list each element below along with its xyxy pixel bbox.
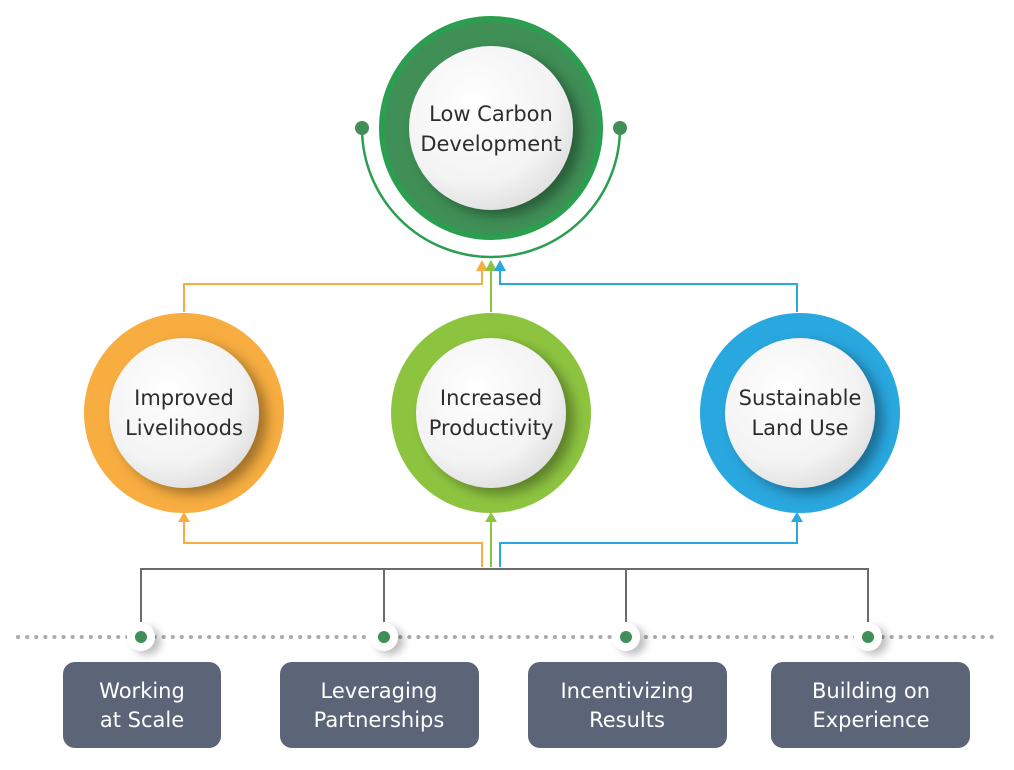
principle-building-on-experience: Building on Experience bbox=[771, 662, 970, 748]
principle-label-line2: Results bbox=[589, 708, 665, 732]
principle-working-at-scale: Working at Scale bbox=[63, 662, 221, 748]
outcome-label-line2: Livelihoods bbox=[125, 416, 243, 440]
anchor-dot bbox=[370, 623, 398, 651]
principle-label-line1: Building on bbox=[812, 679, 930, 703]
arc-end-dot-right bbox=[613, 121, 627, 135]
anchor-dot bbox=[854, 623, 882, 651]
principle-label-line1: Leveraging bbox=[321, 679, 438, 703]
baseline-anchors bbox=[127, 623, 882, 651]
outcome-node-sustainable-land-use: Sustainable Land Use bbox=[700, 313, 900, 513]
principle-label-line2: Partnerships bbox=[314, 708, 445, 732]
top-node-line1: Low Carbon bbox=[429, 102, 553, 126]
bottom-colored-connectors bbox=[183, 520, 798, 567]
principle-label-line1: Working bbox=[99, 679, 185, 703]
anchor-dot bbox=[127, 623, 155, 651]
outcome-label-line1: Sustainable bbox=[739, 386, 862, 410]
top-arc bbox=[360, 127, 622, 259]
gray-connector bbox=[140, 568, 869, 622]
top-node-low-carbon-development: Low Carbon Development bbox=[379, 16, 603, 240]
anchor-dot bbox=[612, 623, 640, 651]
outcome-label-line2: Productivity bbox=[429, 416, 554, 440]
outcome-label-line2: Land Use bbox=[751, 416, 848, 440]
principle-label-line2: at Scale bbox=[100, 708, 184, 732]
outcome-label-line1: Improved bbox=[134, 386, 234, 410]
principle-incentivizing-results: Incentivizing Results bbox=[528, 662, 727, 748]
principle-label-line2: Experience bbox=[812, 708, 929, 732]
principle-label-line1: Incentivizing bbox=[560, 679, 693, 703]
outcome-label-line1: Increased bbox=[440, 386, 542, 410]
principle-leveraging-partnerships: Leveraging Partnerships bbox=[280, 662, 479, 748]
outcome-node-improved-livelihoods: Improved Livelihoods bbox=[84, 313, 284, 513]
top-node-line2: Development bbox=[420, 132, 561, 156]
top-colored-connectors bbox=[183, 270, 798, 312]
top-arrowheads bbox=[476, 260, 506, 271]
bottom-arrowheads bbox=[178, 512, 803, 522]
arc-end-dot-left bbox=[355, 121, 369, 135]
outcome-node-increased-productivity: Increased Productivity bbox=[391, 313, 591, 513]
